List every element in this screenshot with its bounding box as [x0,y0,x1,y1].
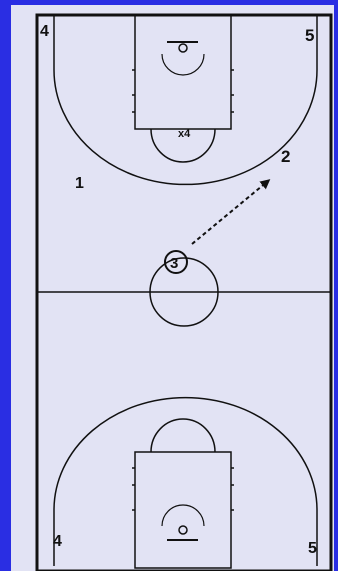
player-3: 3 [170,255,178,272]
lane-marks-top [132,69,234,113]
hoop-top [178,43,188,53]
free-throw-circle-bottom [150,418,216,453]
player-5-top: 5 [305,26,314,45]
player-5-bottom: 5 [308,540,317,557]
player-4-bottom: 4 [53,533,62,550]
player-4-top: 4 [40,23,49,40]
player-2: 2 [281,147,290,166]
pass-arrow [191,179,271,245]
ball-handler-circle [164,250,188,274]
defender-x4: x4 [178,128,191,140]
restricted-area-bottom [161,504,205,527]
three-point-line-bottom [53,396,318,566]
hoop-bottom [178,525,188,535]
free-throw-circle-top [150,128,216,163]
three-point-line-top [53,16,318,186]
player-1: 1 [75,175,84,192]
court-surface [11,5,334,571]
restricted-area-top [161,53,205,76]
key-top [134,14,232,130]
center-circle [149,257,219,327]
lane-marks-bottom [132,467,234,511]
